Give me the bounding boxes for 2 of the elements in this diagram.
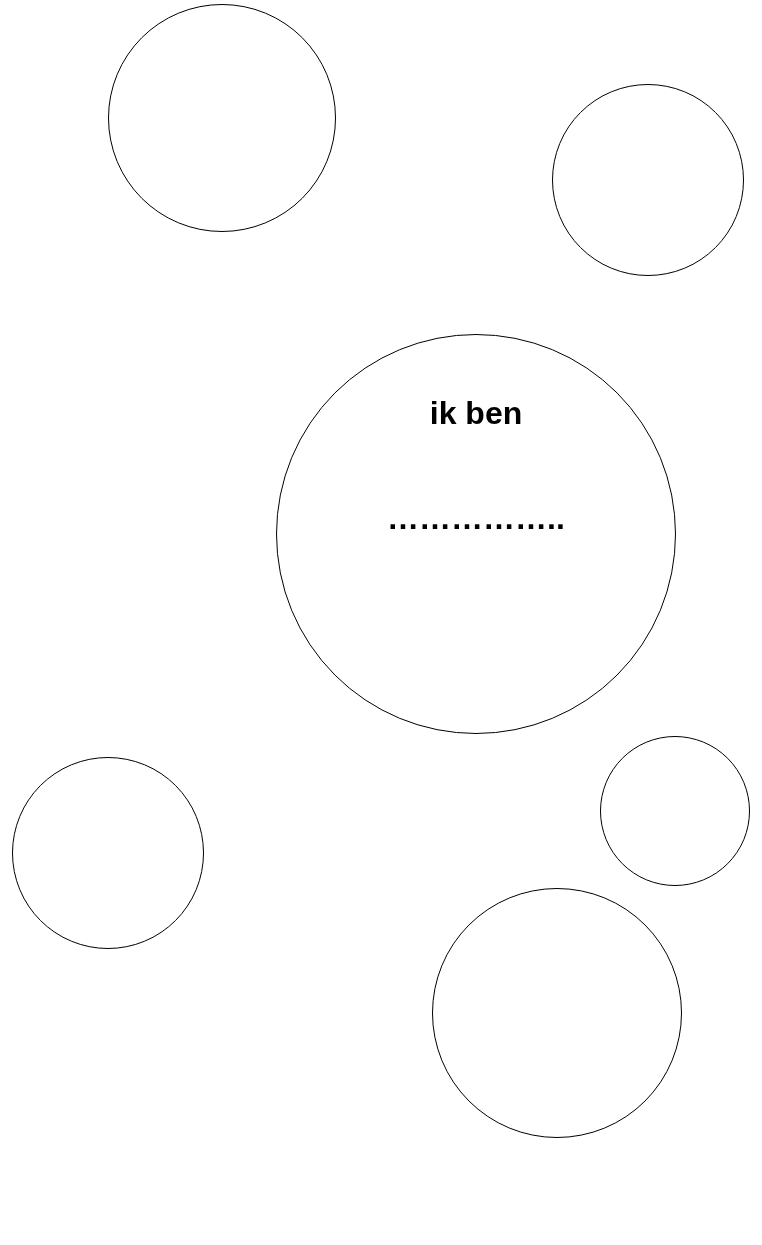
heading-text: ik ben [429,395,523,432]
fill-in-line: …………….. [387,500,565,537]
